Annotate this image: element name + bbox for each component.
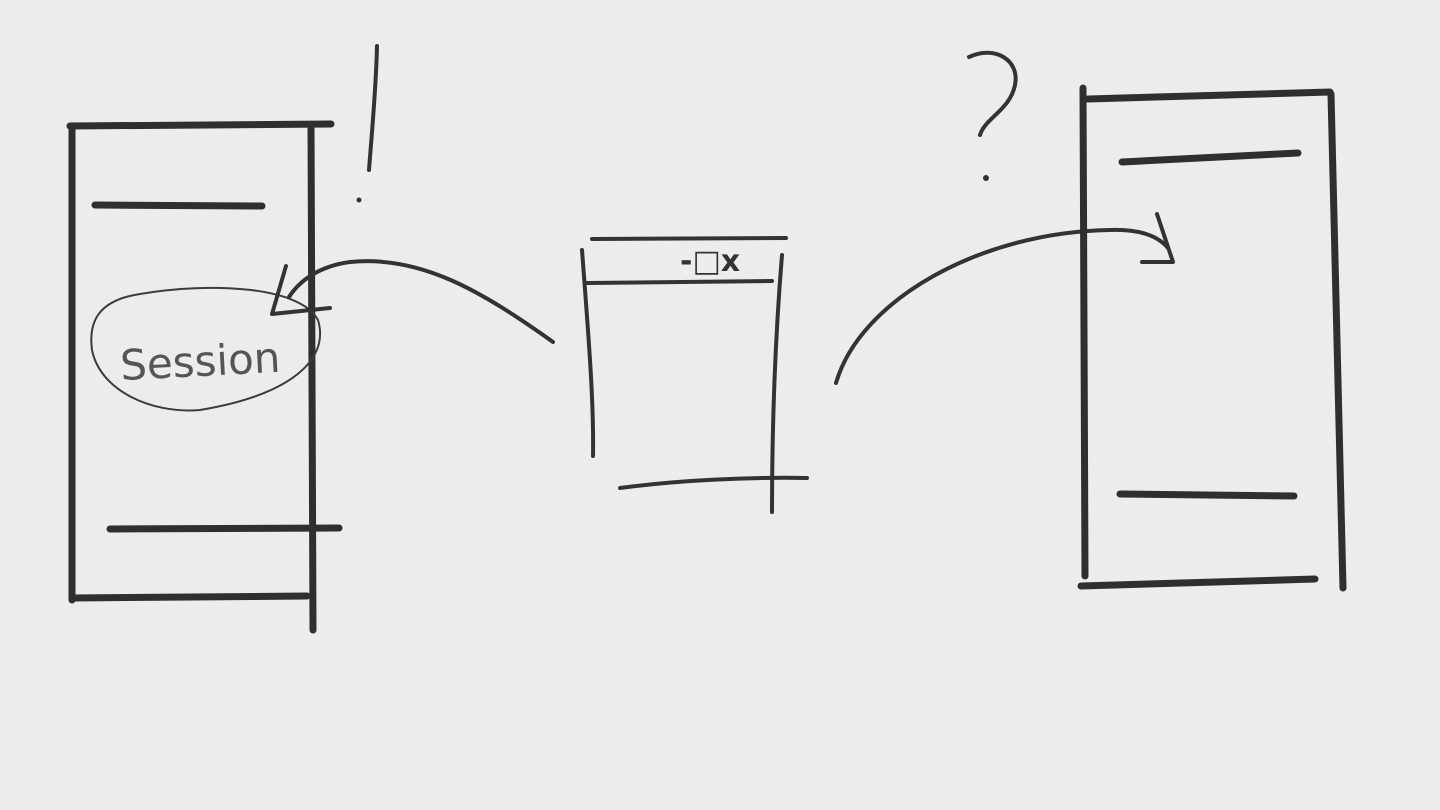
window-left-edge [580,248,596,458]
right-panel-top-line [1118,149,1302,166]
window-top-edge [590,236,788,241]
arrow-to-right-panel [834,212,1175,385]
arrow-to-session [270,259,555,344]
left-panel: Session [66,120,343,634]
right-panel [1077,84,1347,592]
arrow-right-curve [834,227,1170,385]
left-panel-right-edge [307,122,317,634]
question-stroke [967,50,1018,137]
session-circle [90,286,321,412]
left-panel-top-line [91,201,266,210]
right-panel-top-edge [1084,88,1334,103]
session-label: Session [119,333,282,390]
right-panel-bottom-line [1116,490,1298,500]
arrow-left-curve [287,259,555,344]
window-controls[interactable]: -□x [680,244,740,279]
exclamation-annotation [356,44,379,203]
session-item[interactable]: Session [90,286,321,412]
left-panel-bottom-edge [68,592,311,602]
exclamation-stroke [367,44,379,172]
right-panel-right-edge [1327,90,1347,592]
left-panel-bottom-line [106,524,343,533]
left-panel-top-edge [66,120,335,130]
window-bottom-edge [618,475,809,490]
right-panel-left-edge [1079,84,1089,580]
arrow-right-head [1140,212,1175,264]
question-annotation [967,50,1018,181]
right-panel-bottom-edge [1077,575,1319,590]
center-window: -□x [580,236,809,514]
exclamation-dot [356,197,362,203]
question-dot [983,175,989,181]
window-right-edge [770,253,784,514]
arrow-left-head [270,264,332,316]
window-title-separator [585,279,774,285]
